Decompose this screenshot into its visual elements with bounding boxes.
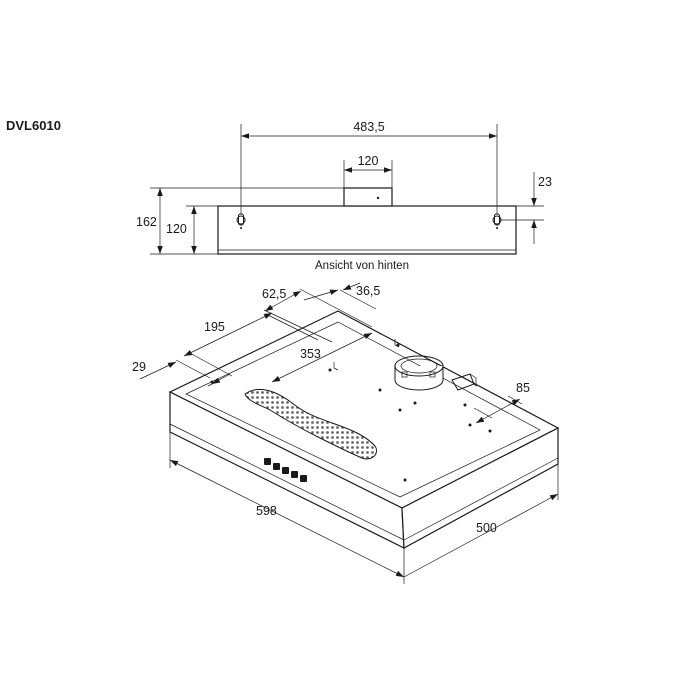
dim-top-right: 85 xyxy=(516,381,530,395)
dim-width: 598 xyxy=(256,504,277,518)
rear-body xyxy=(217,205,517,255)
rear-view-caption: Ansicht von hinten xyxy=(315,260,409,272)
control-button-1[interactable] xyxy=(264,458,271,465)
model-title: DVL6010 xyxy=(6,118,61,133)
dim-rear-top-offset: 23 xyxy=(538,175,552,189)
isometric-view: 62,5 36,5 195 353 29 85 598 500 xyxy=(132,282,560,584)
dim-top-span: 353 xyxy=(300,347,321,361)
rear-duct xyxy=(343,187,393,207)
dim-top-left: 195 xyxy=(204,320,225,334)
dim-top-edge: 29 xyxy=(132,360,146,374)
dim-rear-duct: 120 xyxy=(358,154,379,168)
control-button-2[interactable] xyxy=(273,463,280,470)
control-button-5[interactable] xyxy=(300,475,307,482)
rear-view: 483,5 120 23 162 120 Ansicht von hinten xyxy=(136,120,552,272)
dim-top-offset-a: 62,5 xyxy=(262,287,286,301)
control-button-3[interactable] xyxy=(282,467,289,474)
dim-rear-height-body: 120 xyxy=(166,222,187,236)
control-button-4[interactable] xyxy=(291,471,298,478)
air-outlet xyxy=(394,355,444,391)
dim-top-offset-b: 36,5 xyxy=(356,284,380,298)
dim-rear-width: 483,5 xyxy=(353,120,384,134)
grease-filter xyxy=(244,388,377,460)
dim-rear-height-total: 162 xyxy=(136,215,157,229)
dim-depth: 500 xyxy=(476,521,497,535)
